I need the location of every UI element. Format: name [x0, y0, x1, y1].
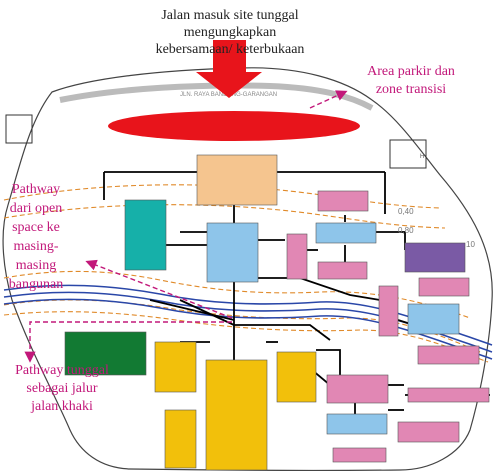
- building-blue-central: [206, 222, 259, 283]
- site-boundary: [2, 67, 493, 472]
- pathway-single-line1: Pathway tunggal: [15, 363, 109, 378]
- existing-building-left: [5, 114, 33, 144]
- building-pink-bottom-small: [332, 447, 387, 463]
- entry-label-line1: Jalan masuk site tunggal: [161, 8, 299, 23]
- contour-label-2: 0,80: [398, 226, 414, 235]
- entry-arrow: [196, 40, 262, 98]
- parking-label-line2: zone transisi: [375, 82, 447, 97]
- building-blue-right: [407, 303, 460, 335]
- pathway-single-line3: jalan khaki: [31, 399, 93, 414]
- building-pink-mid: [317, 261, 368, 280]
- building-green: [64, 331, 147, 376]
- pathway-left-line2: dari open: [9, 201, 63, 216]
- building-pink-tall: [378, 285, 399, 337]
- entry-label-line2: mengungkapkan: [183, 25, 277, 40]
- pathway-left-line3: space ke: [12, 220, 60, 235]
- pathway-left-line4: masing-: [13, 239, 59, 254]
- building-blue-mid: [315, 222, 377, 244]
- building-pink-bottom-right-a: [407, 387, 490, 403]
- building-pink-bottom-right-b: [397, 421, 460, 443]
- contour-label-3: 10: [466, 240, 475, 249]
- building-purple: [404, 242, 466, 273]
- building-yellow-left: [154, 341, 197, 393]
- building-tan-central: [196, 154, 278, 206]
- pathway-left-line1: Pathway: [11, 182, 61, 197]
- parking-area: [108, 111, 360, 141]
- building-marker: H: [420, 154, 424, 160]
- building-pink-small-left: [286, 233, 308, 280]
- building-yellow-bottom-left: [164, 409, 197, 469]
- pathway-single-line2: sebagai jalur: [26, 381, 98, 396]
- building-pink-top: [317, 190, 369, 212]
- pathway-left-line5: masing: [15, 258, 57, 273]
- parking-label-line1: Area parkir dan: [367, 64, 455, 79]
- building-teal: [124, 199, 167, 271]
- building-yellow-center: [205, 359, 268, 471]
- pathway-left-line6: bangunan: [8, 277, 64, 292]
- contour-label-1: 0,40: [398, 207, 414, 216]
- building-pink-right-bottom: [417, 345, 480, 365]
- existing-building-right: [389, 139, 427, 169]
- building-yellow-right: [276, 351, 317, 403]
- building-blue-bottom: [326, 413, 388, 435]
- entry-label-line3: kebersamaan/ keterbukaan: [155, 42, 305, 57]
- building-pink-bottom-mid: [326, 374, 389, 404]
- annotation-arrows: [24, 90, 348, 363]
- building-pink-right-top: [418, 277, 470, 297]
